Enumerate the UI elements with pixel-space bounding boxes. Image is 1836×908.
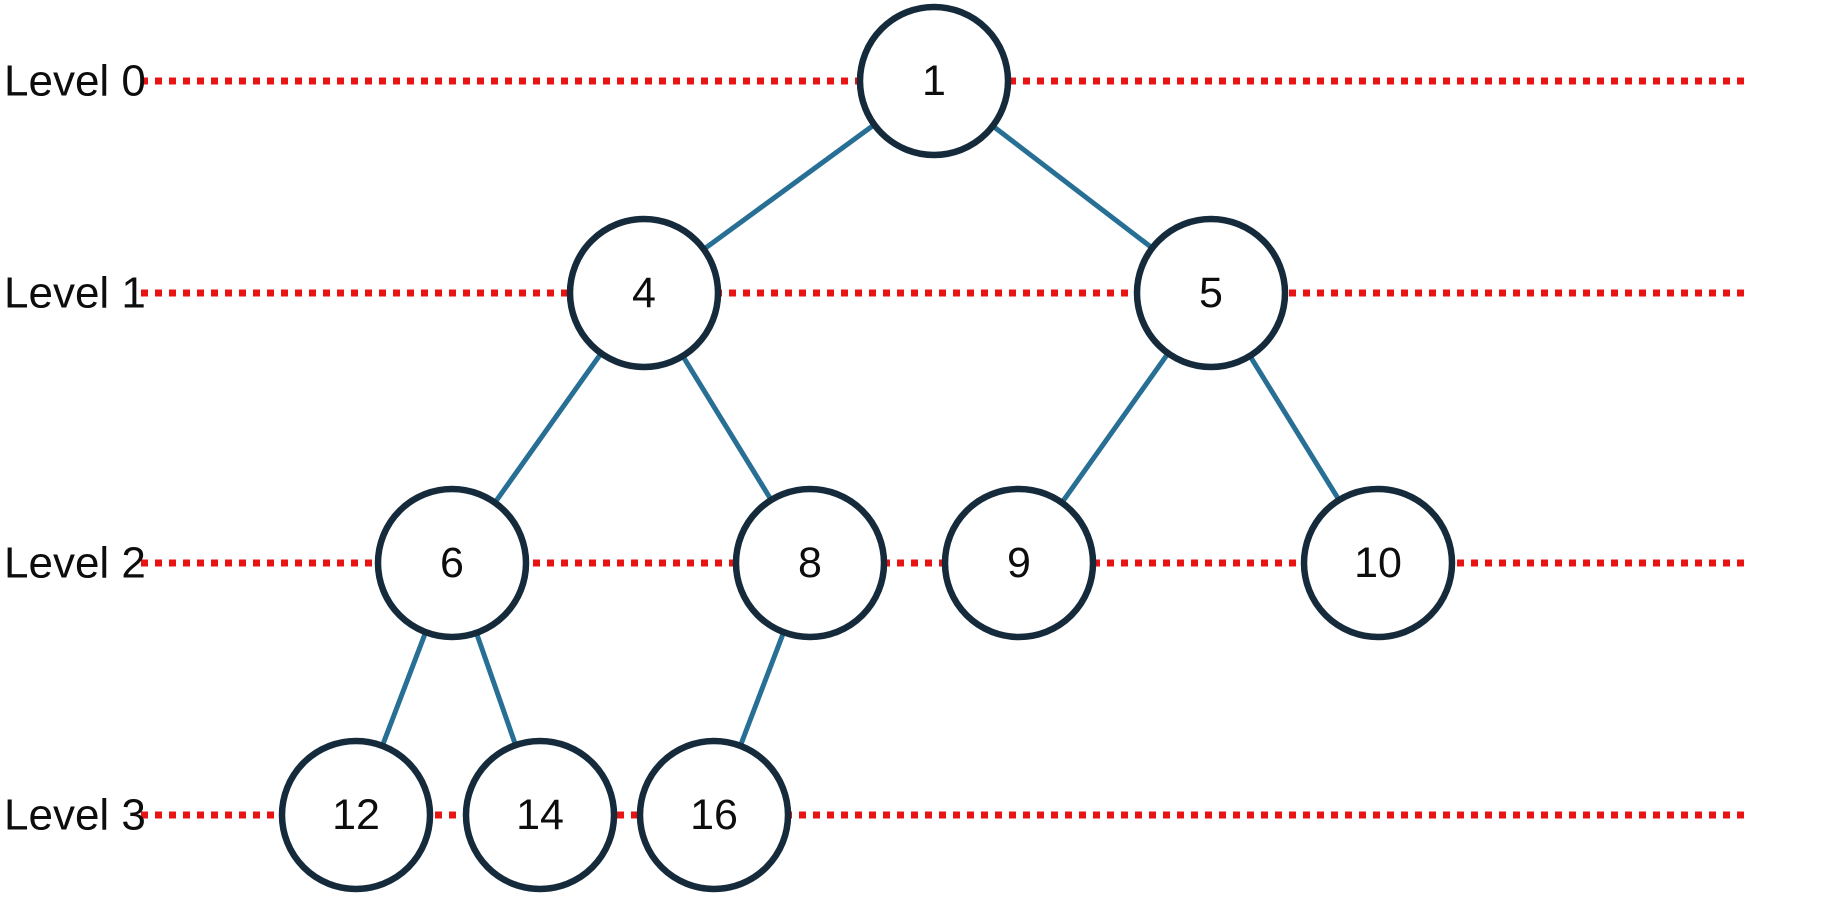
- tree-node-value-5: 5: [1199, 269, 1223, 317]
- tree-node-circle-12: [278, 737, 434, 893]
- tree-node-circle-16: [636, 737, 792, 893]
- tree-node-circle-8: [732, 485, 888, 641]
- tree-node-value-8: 8: [798, 539, 822, 587]
- tree-node-5: 5: [1133, 215, 1289, 371]
- tree-node-value-12: 12: [332, 791, 380, 839]
- tree-node-12: 12: [278, 737, 434, 893]
- tree-node-16: 16: [636, 737, 792, 893]
- tree-node-1: 1: [856, 3, 1012, 159]
- tree-node-circle-1: [856, 3, 1012, 159]
- tree-node-value-1: 1: [922, 57, 946, 105]
- level-label-1: Level 1: [4, 269, 146, 318]
- tree-node-value-6: 6: [440, 539, 464, 587]
- level-label-2: Level 2: [4, 539, 146, 588]
- tree-node-6: 6: [374, 485, 530, 641]
- tree-node-circle-5: [1133, 215, 1289, 371]
- tree-node-circle-9: [941, 485, 1097, 641]
- level-label-0: Level 0: [4, 57, 146, 106]
- tree-node-10: 10: [1300, 485, 1456, 641]
- tree-node-14: 14: [462, 737, 618, 893]
- tree-node-circle-14: [462, 737, 618, 893]
- tree-node-value-14: 14: [516, 791, 564, 839]
- tree-node-value-9: 9: [1007, 539, 1031, 587]
- tree-node-circle-10: [1300, 485, 1456, 641]
- tree-node-8: 8: [732, 485, 888, 641]
- tree-node-circle-6: [374, 485, 530, 641]
- tree-node-circle-4: [566, 215, 722, 371]
- tree-node-value-10: 10: [1354, 539, 1402, 587]
- tree-node-4: 4: [566, 215, 722, 371]
- tree-node-value-16: 16: [690, 791, 738, 839]
- tree-node-9: 9: [941, 485, 1097, 641]
- tree-node-value-4: 4: [632, 269, 656, 317]
- level-label-3: Level 3: [4, 791, 146, 840]
